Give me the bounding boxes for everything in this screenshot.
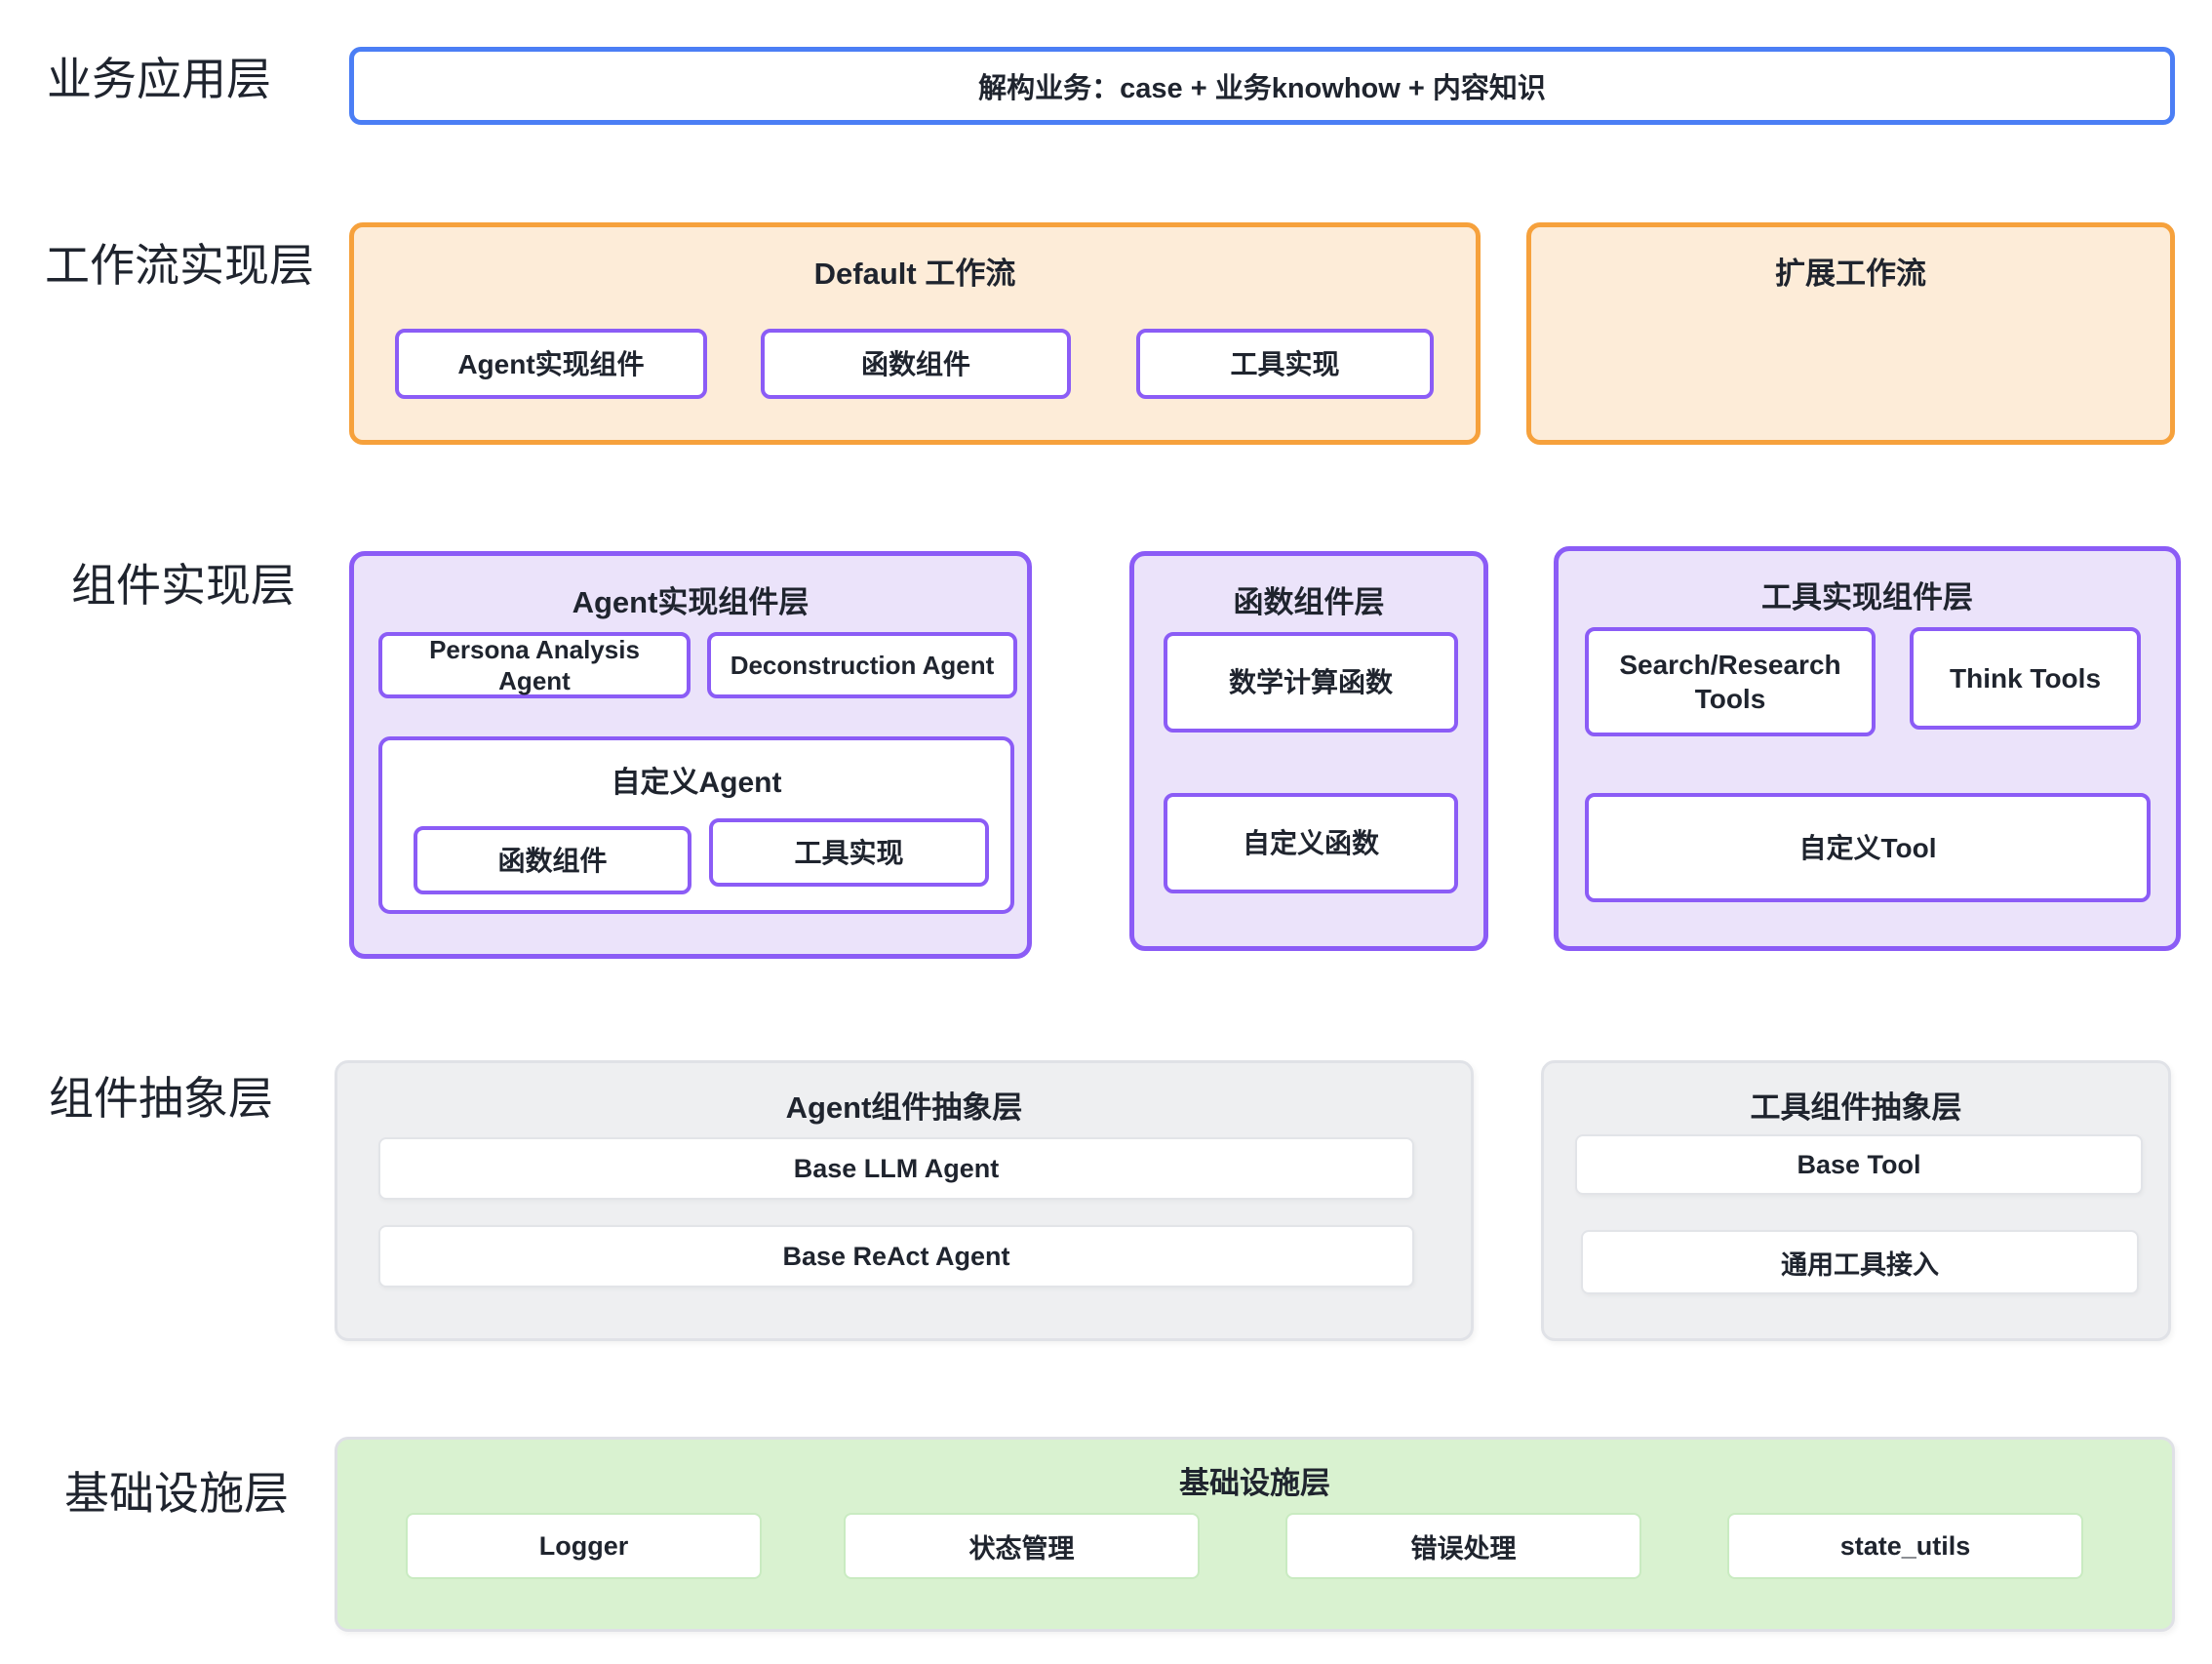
business-scope-box: 解构业务：case + 业务knowhow + 内容知识: [349, 47, 2175, 125]
custom-agent-box: 自定义Agent 函数组件 工具实现: [378, 736, 1014, 914]
agent-abstract-layer-title: Agent组件抽象层: [785, 1090, 1023, 1125]
search-research-tools-box: Search/Research Tools: [1585, 627, 1876, 736]
agent-abstract-layer-container: Agent组件抽象层 Base LLM Agent Base ReAct Age…: [335, 1060, 1474, 1341]
agent-impl-layer-container: Agent实现组件层 Persona Analysis Agent Decons…: [349, 551, 1032, 959]
wf-agent-impl-component-chip: Agent实现组件: [395, 329, 707, 399]
layer-label-component-abstract: 组件抽象层: [49, 1073, 273, 1124]
infrastructure-layer-title: 基础设施层: [1179, 1466, 1330, 1500]
custom-agent-tool-chip: 工具实现: [709, 818, 989, 887]
business-scope-text: 解构业务：case + 业务knowhow + 内容知识: [978, 73, 1546, 104]
extended-workflow-container: 扩展工作流: [1526, 222, 2175, 445]
layer-label-business: 业务应用层: [47, 54, 271, 104]
tool-abstract-layer-title: 工具组件抽象层: [1750, 1090, 1962, 1125]
layer-label-infrastructure: 基础设施层: [64, 1468, 289, 1519]
layer-label-workflow: 工作流实现层: [45, 240, 314, 291]
custom-agent-title: 自定义Agent: [611, 767, 782, 799]
function-impl-layer-container: 函数组件层 数学计算函数 自定义函数: [1129, 551, 1488, 951]
infra-error-handling-box: 错误处理: [1285, 1513, 1641, 1579]
infra-logger-box: Logger: [406, 1513, 762, 1579]
generic-tool-access-box: 通用工具接入: [1581, 1230, 2139, 1294]
function-impl-layer-title: 函数组件层: [1233, 585, 1385, 619]
layer-label-component-impl: 组件实现层: [71, 560, 296, 611]
base-llm-agent-box: Base LLM Agent: [378, 1137, 1414, 1200]
base-tool-box: Base Tool: [1575, 1134, 2143, 1195]
infrastructure-layer-container: 基础设施层 Logger 状态管理 错误处理 state_utils: [335, 1437, 2175, 1632]
tool-impl-layer-container: 工具实现组件层 Search/Research Tools Think Tool…: [1554, 546, 2181, 951]
think-tools-box: Think Tools: [1910, 627, 2141, 730]
deconstruction-agent-box: Deconstruction Agent: [707, 632, 1017, 698]
default-workflow-title: Default 工作流: [813, 257, 1016, 291]
wf-function-component-chip: 函数组件: [761, 329, 1071, 399]
base-react-agent-box: Base ReAct Agent: [378, 1225, 1414, 1288]
math-function-box: 数学计算函数: [1164, 632, 1458, 733]
infra-state-utils-box: state_utils: [1727, 1513, 2083, 1579]
tool-abstract-layer-container: 工具组件抽象层 Base Tool 通用工具接入: [1541, 1060, 2171, 1341]
custom-agent-function-chip: 函数组件: [414, 826, 691, 894]
custom-function-box: 自定义函数: [1164, 793, 1458, 893]
wf-tool-component-chip: 工具实现: [1136, 329, 1434, 399]
default-workflow-container: Default 工作流 Agent实现组件 函数组件 工具实现: [349, 222, 1481, 445]
persona-analysis-agent-box: Persona Analysis Agent: [378, 632, 691, 698]
extended-workflow-title: 扩展工作流: [1775, 257, 1926, 291]
tool-impl-layer-title: 工具实现组件层: [1761, 580, 1973, 614]
infra-state-management-box: 状态管理: [844, 1513, 1200, 1579]
agent-impl-layer-title: Agent实现组件层: [572, 585, 810, 619]
custom-tool-box: 自定义Tool: [1585, 793, 2151, 902]
